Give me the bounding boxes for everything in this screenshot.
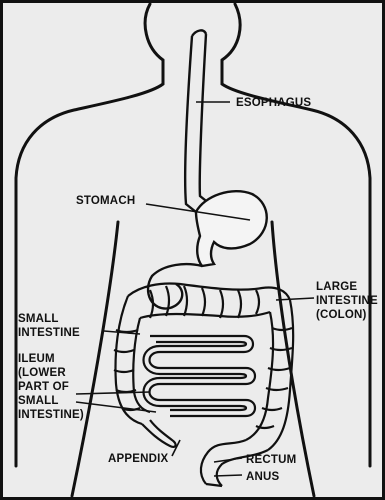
body-outline (16, 4, 370, 496)
label-small-intestine-line1: SMALL (18, 313, 59, 325)
label-small-intestine-line2: INTESTINE (18, 327, 80, 339)
esophagus-top (192, 30, 206, 36)
label-rectum: RECTUM (246, 454, 296, 466)
label-ileum-line1: ILEUM (18, 353, 55, 365)
appendix-shape (142, 420, 176, 447)
stomach-shape (196, 191, 267, 266)
label-anus: ANUS (246, 471, 280, 483)
label-ileum-line4: SMALL (18, 395, 59, 407)
label-esophagus: ESOPHAGUS (236, 97, 311, 109)
label-ileum-line3: PART OF (18, 381, 69, 393)
label-large-intestine-line1: LARGE (316, 281, 357, 293)
label-large-intestine-line3: (COLON) (316, 309, 367, 321)
esophagus-shape (185, 34, 210, 212)
small-intestine-shape (144, 336, 256, 416)
label-ileum-line5: INTESTINE) (18, 409, 84, 421)
label-ileum-line2: (LOWER (18, 367, 66, 379)
label-large-intestine-line2: INTESTINE (316, 295, 378, 307)
label-appendix: APPENDIX (108, 453, 169, 465)
label-stomach: STOMACH (76, 195, 135, 207)
